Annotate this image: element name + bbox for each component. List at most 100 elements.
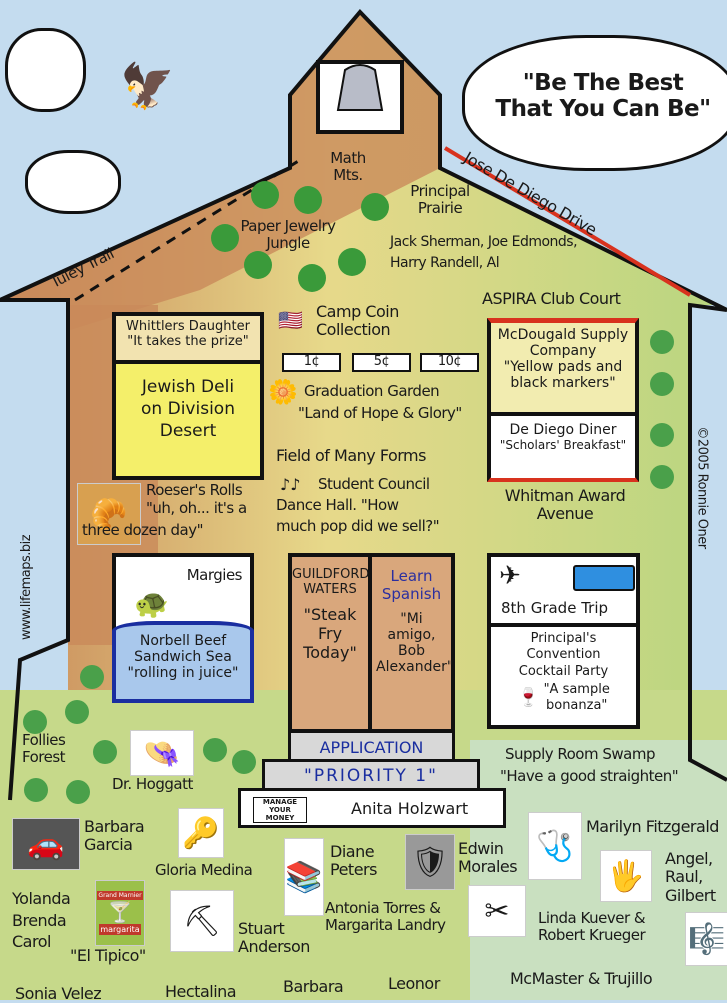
principal-names: Jack Sherman, Joe Edmonds, bbox=[390, 234, 578, 250]
palm-trees bbox=[211, 181, 389, 292]
motto-text: "Be The Best That You Can Be" bbox=[478, 70, 727, 123]
camp-coin-line: Collection bbox=[316, 320, 391, 340]
student-council-label: Dance Hall. "How bbox=[276, 496, 399, 514]
spanish-door: Learn Spanish "Mi amigo, Bob Alexander" bbox=[368, 553, 455, 733]
margies-label: Margies bbox=[186, 566, 243, 584]
motto-line: "Be The Best bbox=[522, 70, 684, 96]
spanish-quote: "Mi amigo, Bob Alexander" bbox=[376, 611, 454, 675]
anita-step: MANAGE YOUR MONEY Anita Holzwart bbox=[238, 788, 506, 828]
dr-hoggatt-label: Dr. Hoggatt bbox=[112, 775, 193, 793]
flag-icon: 🇺🇸 bbox=[278, 308, 303, 332]
diane-peters-label: Diane Peters bbox=[330, 842, 377, 880]
motto-line: That You Can Be" bbox=[495, 96, 711, 123]
coin-10-label: 10¢ bbox=[420, 353, 479, 372]
keys-image: 🔑 bbox=[178, 808, 224, 858]
graduation-quote: "Land of Hope & Glory" bbox=[298, 404, 462, 422]
bottom-name: Hectalina bbox=[165, 982, 237, 1001]
dr-hoggatt-image: 👒 bbox=[130, 730, 194, 776]
guildford-label: GUILDFORD bbox=[292, 567, 370, 582]
shoveling-man-image: ⛏ bbox=[170, 890, 234, 952]
angel-raul-gilbert-label: Angel, Raul, Gilbert bbox=[665, 849, 716, 905]
doctor-image: 🩺 bbox=[528, 812, 582, 880]
camp-coin-line: Camp Coin bbox=[316, 302, 399, 321]
norbell-label: Norbell Beef bbox=[139, 633, 227, 649]
handprints-image: 🖐 bbox=[600, 850, 652, 902]
motto-cloud bbox=[462, 35, 727, 171]
mcdougald-box: McDougald Supply Company "Yellow pads an… bbox=[487, 318, 639, 482]
music-notes-image: 🎼 bbox=[685, 912, 727, 966]
stuart-anderson-label: Stuart Anderson bbox=[238, 919, 310, 957]
student-council-label: much pop did we sell?" bbox=[276, 517, 440, 535]
whittlers-label: Whittlers Daughter bbox=[126, 319, 250, 334]
paper-jewelry-jungle-label: Paper Jewelry Jungle bbox=[240, 217, 336, 253]
airplane-icon: ✈ bbox=[499, 561, 521, 591]
mcdougald-label: McDougald Supply bbox=[497, 327, 629, 343]
mcdougald-quote: black markers" bbox=[510, 375, 616, 391]
spanish-label: Learn bbox=[390, 567, 433, 585]
supply-room-swamp-label: Supply Room Swamp bbox=[505, 745, 655, 763]
whitman-line: Avenue bbox=[536, 504, 594, 524]
linda-robert-label: Linda Kuever & Robert Krueger bbox=[538, 909, 646, 945]
spanish-label: Spanish bbox=[381, 585, 442, 603]
bottom-name: Sonia Velez bbox=[15, 984, 102, 1003]
bottom-name: Leonor bbox=[388, 974, 440, 993]
party-people-icon: 🍷 bbox=[517, 686, 540, 708]
bushes bbox=[23, 330, 674, 804]
gloria-medina-label: Gloria Medina bbox=[155, 861, 253, 879]
barbara-garcia-label: Barbara Garcia bbox=[84, 817, 145, 855]
roesers-quote: three dozen day" bbox=[82, 521, 204, 539]
flower-icon: 🌼 bbox=[268, 378, 298, 406]
convention-label: Cocktail Party bbox=[518, 663, 609, 679]
margarita-brand: Grand Marnier bbox=[97, 891, 143, 900]
diner-quote: "Scholars' Breakfast" bbox=[499, 438, 627, 452]
principal-names: Harry Randell, Al bbox=[390, 255, 500, 271]
graduation-garden-label: Graduation Garden bbox=[304, 382, 440, 400]
edwin-morales-label: Edwin Morales bbox=[458, 839, 518, 877]
priority-step: "PRIORITY 1" bbox=[262, 759, 480, 791]
math-mts-label: Math Mts. bbox=[330, 149, 366, 185]
bottom-name: Barbara bbox=[283, 977, 344, 996]
convention-label: Principal's Convention bbox=[526, 631, 601, 663]
mcdougald-quote: "Yellow pads and bbox=[503, 359, 623, 375]
eighth-grade-trip-box: ✈ 8th Grade Trip Principal's Convention … bbox=[487, 553, 640, 729]
craft-supplies-image: ✂ bbox=[468, 885, 526, 937]
el-tipico-label: "El Tipico" bbox=[70, 946, 146, 965]
copyright-label: ©2005 Ronnie Oner bbox=[694, 426, 710, 549]
student-council-label: Student Council bbox=[318, 475, 430, 493]
supply-room-quote: "Have a good straighten" bbox=[500, 767, 679, 785]
aspira-club-court-label: ASPIRA Club Court bbox=[482, 289, 621, 308]
bottom-name: McMaster & Trujillo bbox=[510, 969, 653, 988]
follies-line: Forest bbox=[22, 748, 66, 767]
reader-image: 📚 bbox=[284, 838, 324, 916]
manage-money-sign: MANAGE YOUR MONEY bbox=[253, 797, 307, 823]
bell-icon bbox=[336, 64, 384, 111]
jose-de-diego-road bbox=[443, 146, 692, 297]
bus-icon bbox=[573, 565, 635, 591]
whittlers-daughter-box: Whittlers Daughter "It takes the prize" … bbox=[112, 312, 264, 480]
roesers-rolls-label: Roeser's Rolls bbox=[146, 481, 243, 499]
jewish-deli-label: Jewish Deli bbox=[141, 377, 235, 397]
diner-label: De Diego Diner bbox=[509, 422, 617, 438]
principal-prairie-label: Principal Prairie bbox=[410, 182, 470, 218]
turtle-icon: 🐢 bbox=[134, 587, 169, 620]
marilyn-fitzgerald-label: Marilyn Fitzgerald bbox=[586, 817, 719, 836]
application-step: APPLICATION bbox=[288, 730, 455, 762]
guildford-label: WATERS bbox=[303, 582, 357, 597]
coin-5-label: 5¢ bbox=[352, 353, 411, 372]
eagle-icon: 🦅 bbox=[120, 61, 175, 112]
coin-1-label: 1¢ bbox=[282, 353, 341, 372]
security-badge-image: 🛡 bbox=[405, 834, 455, 890]
norbell-label: Sandwich Sea bbox=[134, 649, 232, 665]
whittlers-quote: "It takes the prize" bbox=[127, 334, 249, 349]
convention-quote: bonanza" bbox=[545, 698, 608, 713]
anita-label: Anita Holzwart bbox=[351, 799, 469, 818]
jewish-deli-label: Desert bbox=[159, 421, 217, 442]
jewish-deli-label: on Division bbox=[141, 399, 235, 420]
rolls-image: 🥐 bbox=[77, 483, 141, 545]
mcdougald-label: Company bbox=[529, 343, 597, 359]
field-of-many-forms-label: Field of Many Forms bbox=[276, 446, 426, 465]
yolanda-brenda-carol-label: Yolanda Brenda Carol bbox=[12, 889, 71, 952]
margarita-label: margarita bbox=[99, 924, 141, 935]
